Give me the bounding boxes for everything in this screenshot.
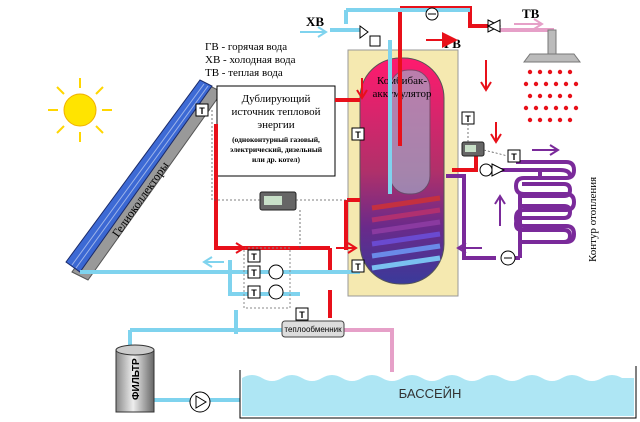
heating-mixing-valve-icon [479,163,506,177]
flow-arrows [202,60,560,268]
controller-heating-icon [461,141,485,157]
sensor-t-tank: T [355,130,361,140]
tank-label-2: аккумулятор [373,88,432,100]
backup-line1: Дублирующий [242,93,311,105]
sensor-t-pump1: T [251,252,257,262]
heating-pump-icon [500,250,516,266]
sun-icon [48,78,112,142]
backup-heat-source: Дублирующий источник тепловой энергии (о… [216,85,336,177]
heat-exchanger-label: теплообменник [284,325,342,334]
backup-note3: или др. котел) [252,155,301,164]
sensor-t-heating: T [511,152,517,162]
tv-outlet-label: ТВ [522,6,540,21]
backup-line2: источник тепловой [231,106,320,118]
pump-group: T T T [243,247,291,309]
heating-loop-label: Контур отопления [587,177,599,262]
legend: ГВ - горячая вода ХВ - холодная вода ТВ … [205,41,296,79]
sensor-t-pump2: T [251,268,257,278]
controller-main-icon [259,191,297,211]
sensor-t-tank-bottom: T [355,262,361,272]
pump-icon [425,7,439,21]
sensor-t-exchanger: T [299,310,305,320]
backup-line3: энергии [257,119,294,131]
filter: ФИЛЬТР [115,344,155,413]
pool-pump-icon [189,391,211,413]
backup-note1: (одноконтурный газовый, [232,135,320,144]
pool-label: БАССЕЙН [399,386,462,401]
tank-label-1: Комбибак- [377,75,427,87]
filter-label: ФИЛЬТР [131,358,142,400]
sensor-t-hot-out: T [465,114,471,124]
mixing-valve-icon [486,19,502,33]
check-valve-icon [359,25,381,47]
backup-note2: электрический, дизельный [230,145,323,154]
sensor-t-collector: T [199,106,205,116]
legend-gv: ГВ - горячая вода [205,41,287,53]
legend-xv: ХВ - холодная вода [205,54,296,66]
xv-inlet-label: ХВ [306,14,324,29]
pool: БАССЕЙН [239,366,637,419]
storage-tank: Комбибак- аккумулятор [347,49,459,297]
gv-top-label: ГВ [444,36,461,51]
sensor-t-pump3: T [251,288,257,298]
heat-exchanger: теплообменник [281,320,345,338]
legend-tv: ТВ - теплая вода [205,67,283,79]
control-wires [208,109,509,248]
xv-arrow-icon [300,26,328,38]
shower-head-icon [523,29,581,63]
heating-coil-icon [513,160,577,244]
water-drops-icon [523,69,579,123]
tv-arrow-icon [514,18,544,30]
